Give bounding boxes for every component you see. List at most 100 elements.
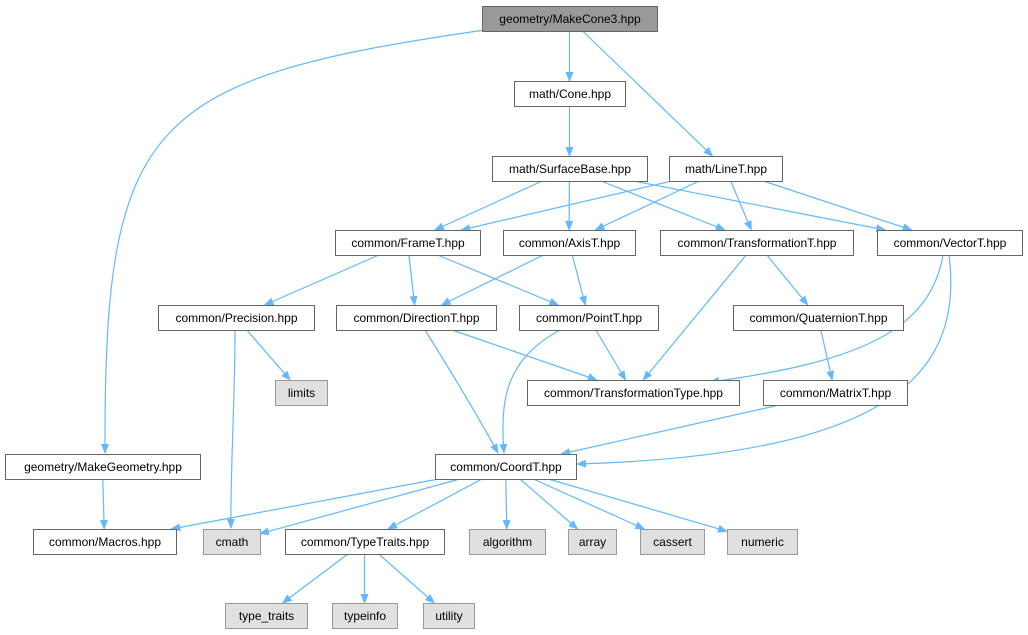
node-box [727, 529, 798, 555]
edge-coordt-to-array [519, 478, 579, 530]
edge-surfacebase-to-vectort [633, 180, 887, 233]
node-box [423, 603, 475, 629]
edge-group [519, 478, 579, 530]
node-box [763, 380, 908, 406]
edge-linet-to-vectort [763, 180, 913, 231]
edge-group [408, 254, 418, 306]
node-label: common/MatrixT.hpp [780, 386, 892, 400]
node-label: numeric [741, 535, 784, 549]
edge-precision-to-limits [246, 329, 291, 381]
edge-makecone3-to-makegeometry [101, 29, 486, 454]
node-macros[interactable]: common/Macros.hpp [33, 529, 177, 555]
edges-layer [99, 29, 952, 604]
node-makecone3[interactable]: geometry/MakeCone3.hpp [482, 6, 658, 32]
edge-group [633, 180, 887, 233]
node-box [225, 603, 308, 629]
node-numeric: numeric [727, 529, 798, 555]
edge-linet-to-axist [594, 180, 700, 231]
node-label: geometry/MakeCone3.hpp [499, 12, 641, 26]
node-label: typeinfo [344, 609, 386, 623]
edge-surfacebase-to-transformationt [600, 180, 726, 231]
edge-group [440, 254, 544, 306]
edge-group [548, 478, 728, 533]
node-quaterniont[interactable]: common/QuaternionT.hpp [733, 305, 904, 331]
edge-group [101, 29, 486, 454]
node-box [877, 230, 1023, 256]
node-utility: utility [423, 603, 475, 629]
node-linet[interactable]: math/LineT.hpp [669, 156, 783, 182]
edge-group [820, 329, 835, 381]
edge-coordt-to-cmath [259, 478, 460, 536]
node-cmath: cmath [203, 529, 261, 555]
edge-makegeometry-to-macros [99, 478, 108, 530]
edge-group [99, 478, 108, 530]
edge-linet-to-framet [460, 180, 672, 232]
node-label: utility [435, 609, 462, 623]
node-box [503, 230, 636, 256]
node-transformationtype[interactable]: common/TransformationType.hpp [527, 380, 740, 406]
node-box [33, 529, 177, 555]
node-makegeometry[interactable]: geometry/MakeGeometry.hpp [5, 454, 201, 480]
node-surfacebase[interactable]: math/SurfaceBase.hpp [492, 156, 648, 182]
edge-coordt-to-typetraits [387, 478, 483, 530]
node-matrixt[interactable]: common/MatrixT.hpp [763, 380, 908, 406]
edge-axist-to-directiont [440, 254, 544, 306]
node-box [519, 305, 659, 331]
node-cone[interactable]: math/Cone.hpp [514, 81, 626, 107]
node-axist[interactable]: common/AxisT.hpp [503, 230, 636, 256]
edge-quaterniont-to-matrixt [820, 329, 835, 381]
node-label: common/TransformationType.hpp [544, 386, 723, 400]
edge-group [226, 329, 236, 529]
edge-group [709, 254, 944, 385]
node-directiont[interactable]: common/DirectionT.hpp [336, 305, 497, 331]
edge-framet-to-directiont [408, 254, 418, 306]
node-type_traits: type_traits [225, 603, 308, 629]
edge-vectort-to-coordt [576, 254, 952, 468]
node-framet[interactable]: common/FrameT.hpp [335, 230, 481, 256]
edge-typetraits-to-utility [378, 553, 436, 604]
node-vectort[interactable]: common/VectorT.hpp [877, 230, 1023, 256]
node-label: cmath [216, 535, 249, 549]
node-algorithm: algorithm [469, 529, 546, 555]
edge-framet-to-precision [263, 254, 380, 306]
edge-group [387, 478, 483, 530]
node-label: common/Macros.hpp [49, 535, 161, 549]
edge-transformationt-to-quaterniont [766, 254, 809, 306]
edge-group [730, 180, 752, 231]
edge-group [246, 329, 291, 381]
edge-group [595, 329, 627, 381]
node-label: math/SurfaceBase.hpp [509, 162, 631, 176]
edge-coordt-to-algorithm [502, 478, 511, 530]
edge-group [433, 180, 543, 231]
edge-makecone3-to-linet [582, 30, 714, 157]
edge-group [378, 553, 436, 604]
node-transformationt[interactable]: common/TransformationT.hpp [660, 230, 854, 256]
node-array: array [568, 529, 617, 555]
node-typetraits[interactable]: common/TypeTraits.hpp [285, 529, 445, 555]
nodes-layer: geometry/MakeCone3.hpp math/Cone.hpp math/… [5, 6, 1023, 629]
node-label: common/TransformationT.hpp [678, 236, 837, 250]
edge-group [499, 329, 561, 454]
node-limits: limits [275, 380, 328, 406]
node-box [335, 230, 481, 256]
node-box [482, 6, 658, 32]
edge-transformationt-to-transformationtype [642, 254, 747, 381]
node-typeinfo: typeinfo [332, 603, 398, 629]
edge-group [259, 478, 460, 536]
node-precision[interactable]: common/Precision.hpp [158, 305, 315, 331]
node-coordt[interactable]: common/CoordT.hpp [435, 454, 577, 480]
node-label: common/DirectionT.hpp [353, 311, 479, 325]
node-box [669, 156, 783, 182]
node-box [514, 81, 626, 107]
edge-pointt-to-transformationtype [595, 329, 627, 381]
node-box [158, 305, 315, 331]
node-label: algorithm [483, 535, 532, 549]
node-pointt[interactable]: common/PointT.hpp [519, 305, 659, 331]
edge-group [424, 329, 499, 454]
node-box [5, 454, 201, 480]
node-box [527, 380, 740, 406]
node-cassert: cassert [640, 529, 705, 555]
node-box [332, 603, 398, 629]
edge-group [594, 180, 700, 231]
